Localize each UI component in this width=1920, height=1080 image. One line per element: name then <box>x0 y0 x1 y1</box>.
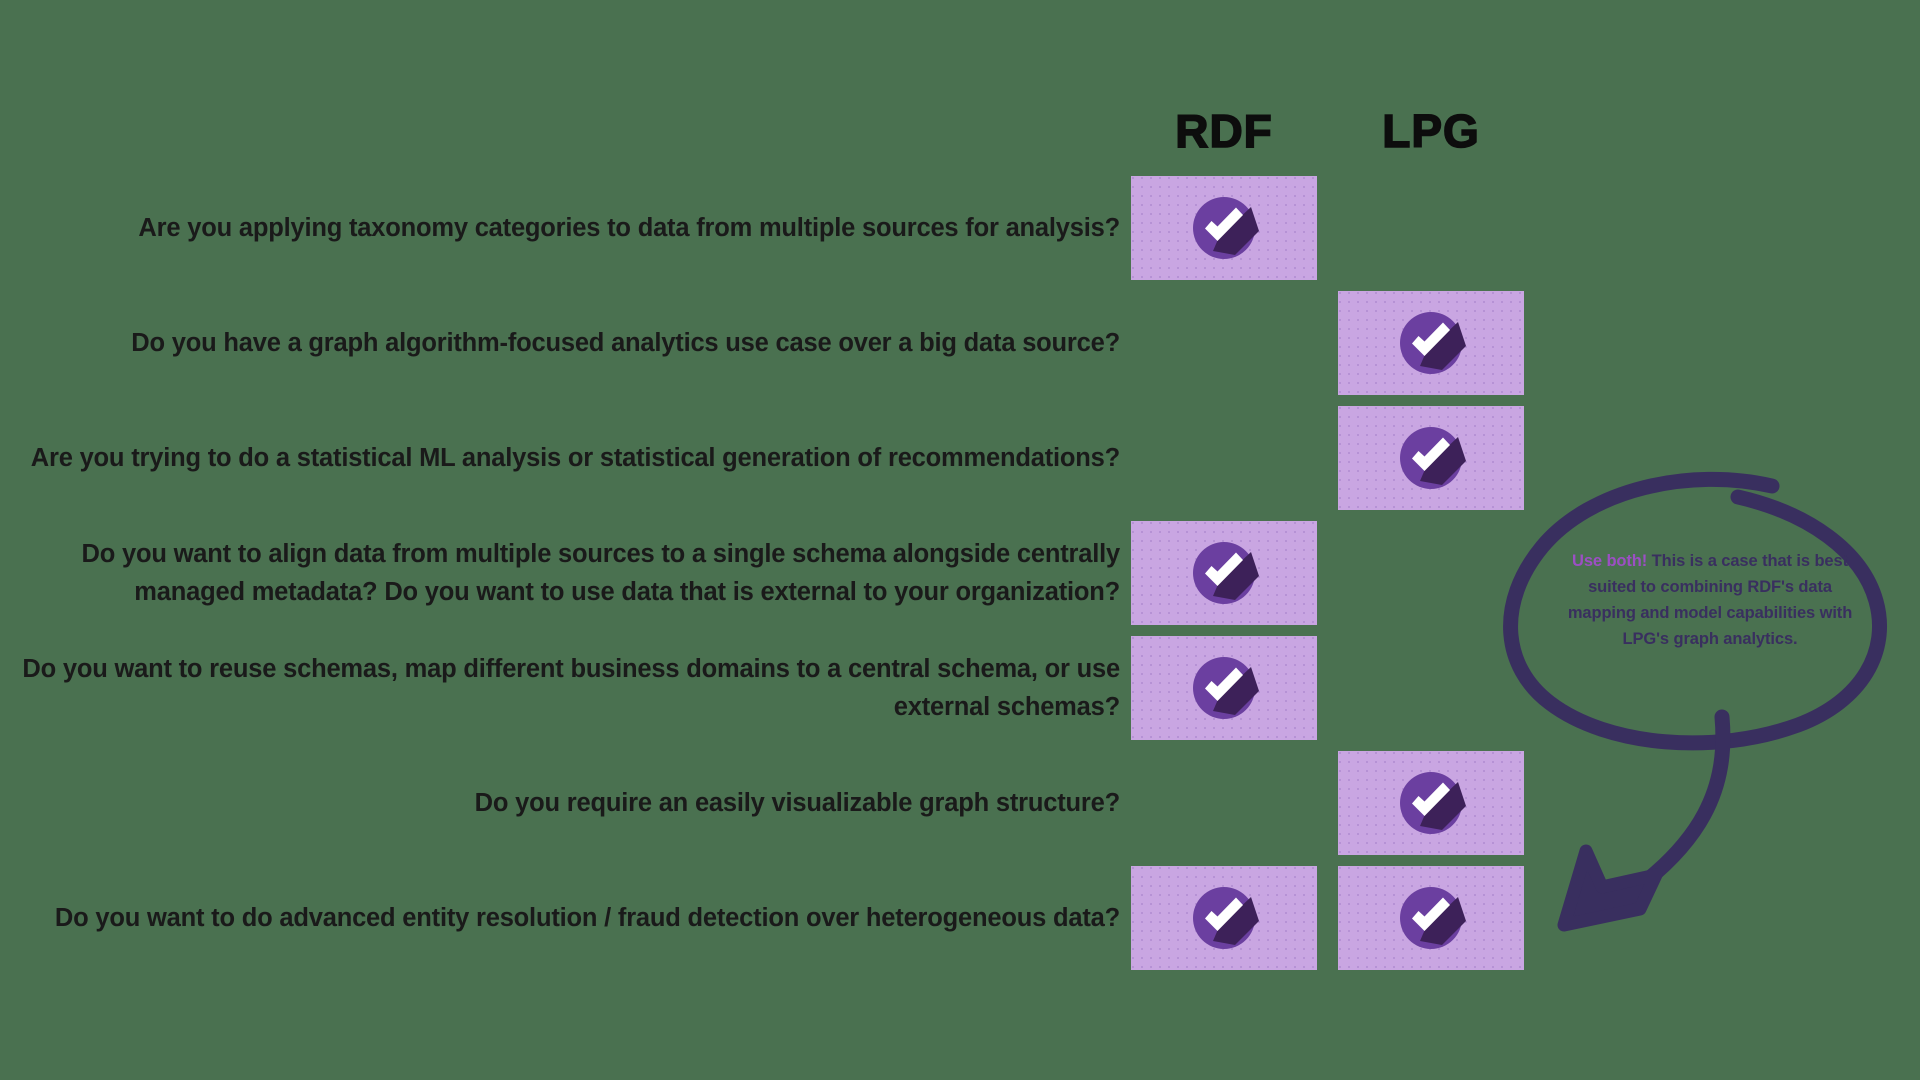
cell-rdf <box>1131 176 1317 280</box>
column-header-lpg: LPG <box>1381 104 1480 158</box>
check-circle-icon <box>1396 883 1466 953</box>
question-text: Do you want to reuse schemas, map differ… <box>22 655 1120 721</box>
question-row: Do you want to reuse schemas, map differ… <box>0 636 1920 740</box>
callout-body: This is a case that is best suited to co… <box>1567 552 1853 648</box>
check-circle-icon <box>1189 883 1259 953</box>
cell-lpg <box>1338 406 1524 510</box>
question-row: Do you want to do advanced entity resolu… <box>0 866 1920 970</box>
question-row: Do you want to align data from multiple … <box>0 521 1920 625</box>
question-text: Do you have a graph algorithm-focused an… <box>131 329 1120 357</box>
check-circle-icon <box>1189 538 1259 608</box>
check-circle-icon <box>1396 308 1466 378</box>
cell-lpg <box>1338 866 1524 970</box>
check-circle-icon <box>1189 653 1259 723</box>
question-text: Are you applying taxonomy categories to … <box>138 214 1120 242</box>
question-text: Do you want to do advanced entity resolu… <box>54 904 1120 932</box>
callout-text: Use both! This is a case that is best su… <box>1555 548 1865 652</box>
cell-lpg <box>1338 291 1524 395</box>
question-row: Are you trying to do a statistical ML an… <box>0 406 1920 510</box>
question-text: Are you trying to do a statistical ML an… <box>30 444 1120 472</box>
cell-rdf <box>1131 866 1317 970</box>
callout-lead: Use both! <box>1572 552 1648 570</box>
question-text: Do you want to align data from multiple … <box>81 540 1121 606</box>
question-row: Are you applying taxonomy categories to … <box>0 176 1920 280</box>
question-row: Do you have a graph algorithm-focused an… <box>0 291 1920 395</box>
check-circle-icon <box>1396 768 1466 838</box>
question-row: Do you require an easily visualizable gr… <box>0 751 1920 855</box>
cell-rdf <box>1131 521 1317 625</box>
check-circle-icon <box>1396 423 1466 493</box>
question-text: Do you require an easily visualizable gr… <box>474 789 1121 817</box>
cell-rdf <box>1131 636 1317 740</box>
column-header-rdf: RDF <box>1174 104 1273 158</box>
cell-lpg <box>1338 751 1524 855</box>
check-circle-icon <box>1189 193 1259 263</box>
